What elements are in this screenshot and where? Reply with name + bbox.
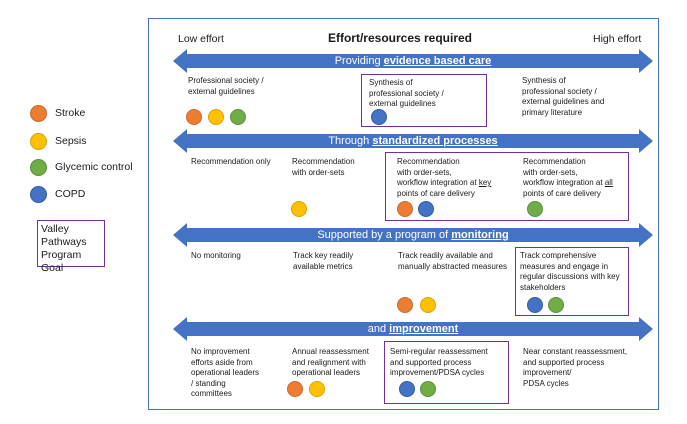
sepsis-marker <box>291 201 307 217</box>
glycemic-marker <box>230 109 246 125</box>
improvement-cell-3: Semi-regular reassessment and supported … <box>390 347 488 377</box>
row-label-evidence: Providing evidence based care <box>334 55 492 67</box>
monitoring-cell-4: Track comprehensive measures and engage … <box>520 251 620 292</box>
sepsis-marker <box>309 381 325 397</box>
glycemic-marker <box>527 201 543 217</box>
glycemic-marker <box>420 381 436 397</box>
sepsis-marker <box>420 297 436 313</box>
standardized-cell-2: Recommendation with order-sets <box>292 157 355 177</box>
legend-goal-box: Valley Pathways Program Goal <box>37 220 105 274</box>
glycemic-marker <box>548 297 564 313</box>
copd-color-swatch <box>30 186 47 203</box>
goal-box-evidence <box>361 74 487 127</box>
monitoring-cell-2: Track key readily available metrics <box>293 251 354 271</box>
stroke-marker <box>287 381 303 397</box>
improvement-cell-4: Near constant reassessment, and supporte… <box>523 347 628 388</box>
diagram-frame <box>148 18 659 410</box>
copd-marker <box>371 109 387 125</box>
row-label-monitoring: Supported by a program of monitoring <box>317 229 509 241</box>
copd-marker <box>418 201 434 217</box>
goal-box-monitoring <box>515 247 629 316</box>
low-effort-label: Low effort <box>178 33 224 45</box>
goal-box-improvement <box>384 341 509 404</box>
standardized-cell-1: Recommendation only <box>191 157 271 166</box>
row-label-improvement: and improvement <box>367 323 459 335</box>
goal-box-standardized <box>385 152 629 221</box>
diagram-title: Effort/resources required <box>327 31 473 45</box>
stroke-marker <box>397 297 413 313</box>
sepsis-marker <box>208 109 224 125</box>
legend-label-sepsis: Sepsis <box>55 135 87 147</box>
stroke-color-swatch <box>30 105 47 122</box>
evidence-cell-3: Synthesis of professional society / exte… <box>522 76 605 117</box>
evidence-cell-1: Professional society / external guidelin… <box>188 76 264 96</box>
evidence-cell-2: Synthesis of professional society / exte… <box>369 78 444 108</box>
glycemic-color-swatch <box>30 159 47 176</box>
sepsis-color-swatch <box>30 133 47 150</box>
standardized-cell-3: Recommendation with order-sets, workflow… <box>397 157 492 198</box>
monitoring-cell-3: Track readily available and manually abs… <box>398 251 507 271</box>
high-effort-label: High effort <box>593 33 642 45</box>
legend-label-copd: COPD <box>55 188 86 200</box>
copd-marker <box>399 381 415 397</box>
stroke-marker <box>397 201 413 217</box>
legend-label-stroke: Stroke <box>55 107 86 119</box>
improvement-cell-1: No improvement efforts aside from operat… <box>191 347 260 398</box>
stroke-marker <box>186 109 202 125</box>
legend-goal-label: Valley Pathways Program Goal <box>41 223 87 274</box>
monitoring-cell-1: No monitoring <box>191 251 241 260</box>
legend-label-glycemic: Glycemic control <box>55 161 133 173</box>
standardized-cell-4: Recommendation with order-sets, workflow… <box>523 157 613 198</box>
copd-marker <box>527 297 543 313</box>
row-label-standardized: Through standardized processes <box>328 135 498 147</box>
improvement-cell-2: Annual reassessment and realignment with… <box>292 347 369 377</box>
